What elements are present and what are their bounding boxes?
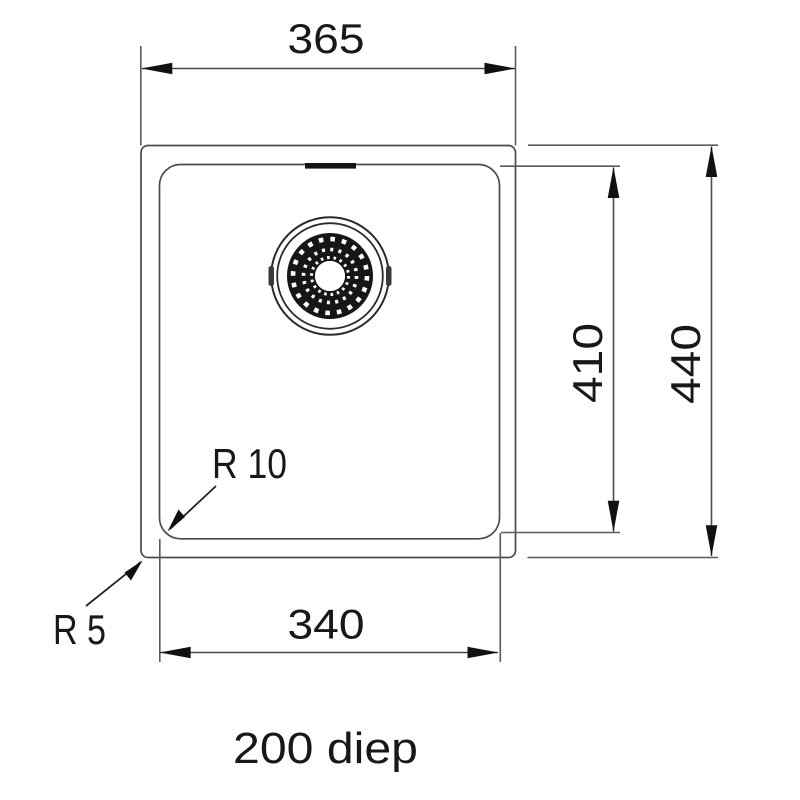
svg-text:R 5: R 5 xyxy=(53,606,106,653)
svg-text:440: 440 xyxy=(662,324,709,404)
svg-text:200 diep: 200 diep xyxy=(233,724,418,773)
svg-text:340: 340 xyxy=(288,601,365,648)
svg-text:410: 410 xyxy=(564,323,611,403)
svg-text:R 10: R 10 xyxy=(212,440,287,487)
svg-text:365: 365 xyxy=(288,15,365,62)
